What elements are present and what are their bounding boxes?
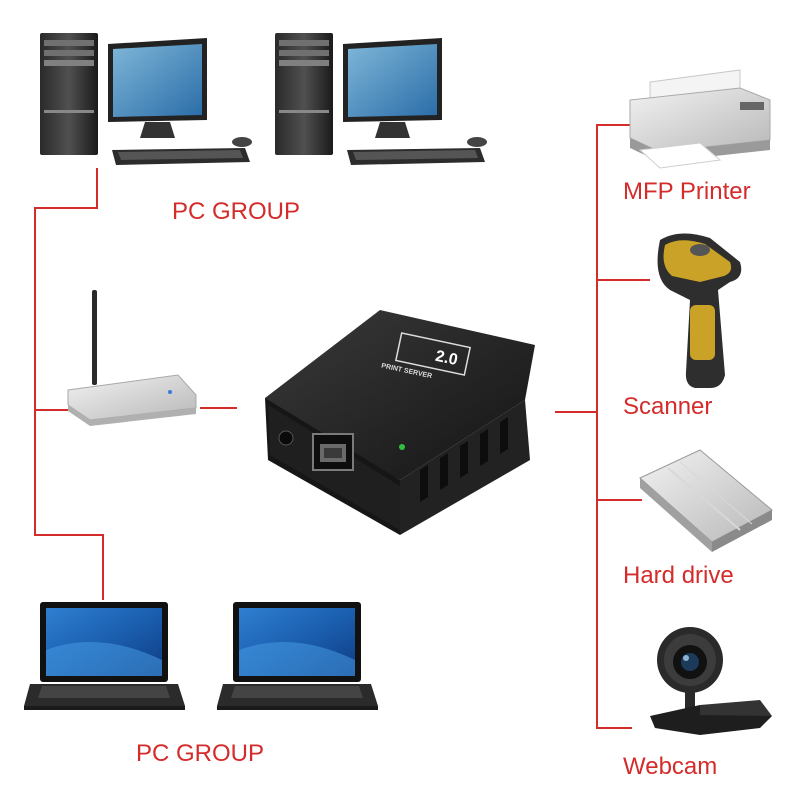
pc-group-bottom-label: PC GROUP xyxy=(136,740,265,767)
webcam-icon xyxy=(650,627,772,735)
scanner-label: Scanner xyxy=(623,393,713,420)
connection-lines xyxy=(34,124,650,729)
printer-label: MFP Printer xyxy=(623,178,751,205)
left-trunk-line xyxy=(34,168,104,600)
scanner-icon xyxy=(657,233,742,388)
printer-icon xyxy=(629,69,771,169)
router-icon xyxy=(67,290,197,426)
hard-drive-icon xyxy=(639,449,773,552)
webcam-label: Webcam xyxy=(623,753,718,780)
print-server-icon: 2.0 PRINT SERVER xyxy=(265,310,535,535)
device-badge: 2.0 xyxy=(434,348,459,369)
desktop-pc-icon xyxy=(275,33,487,165)
laptop-icon xyxy=(24,602,185,710)
laptop-icon xyxy=(217,602,378,710)
desktop-pc-icon xyxy=(40,33,252,165)
pc-group-top-label: PC GROUP xyxy=(172,198,301,225)
right-trunk-line xyxy=(596,124,632,729)
hard-drive-label: Hard drive xyxy=(623,562,734,589)
